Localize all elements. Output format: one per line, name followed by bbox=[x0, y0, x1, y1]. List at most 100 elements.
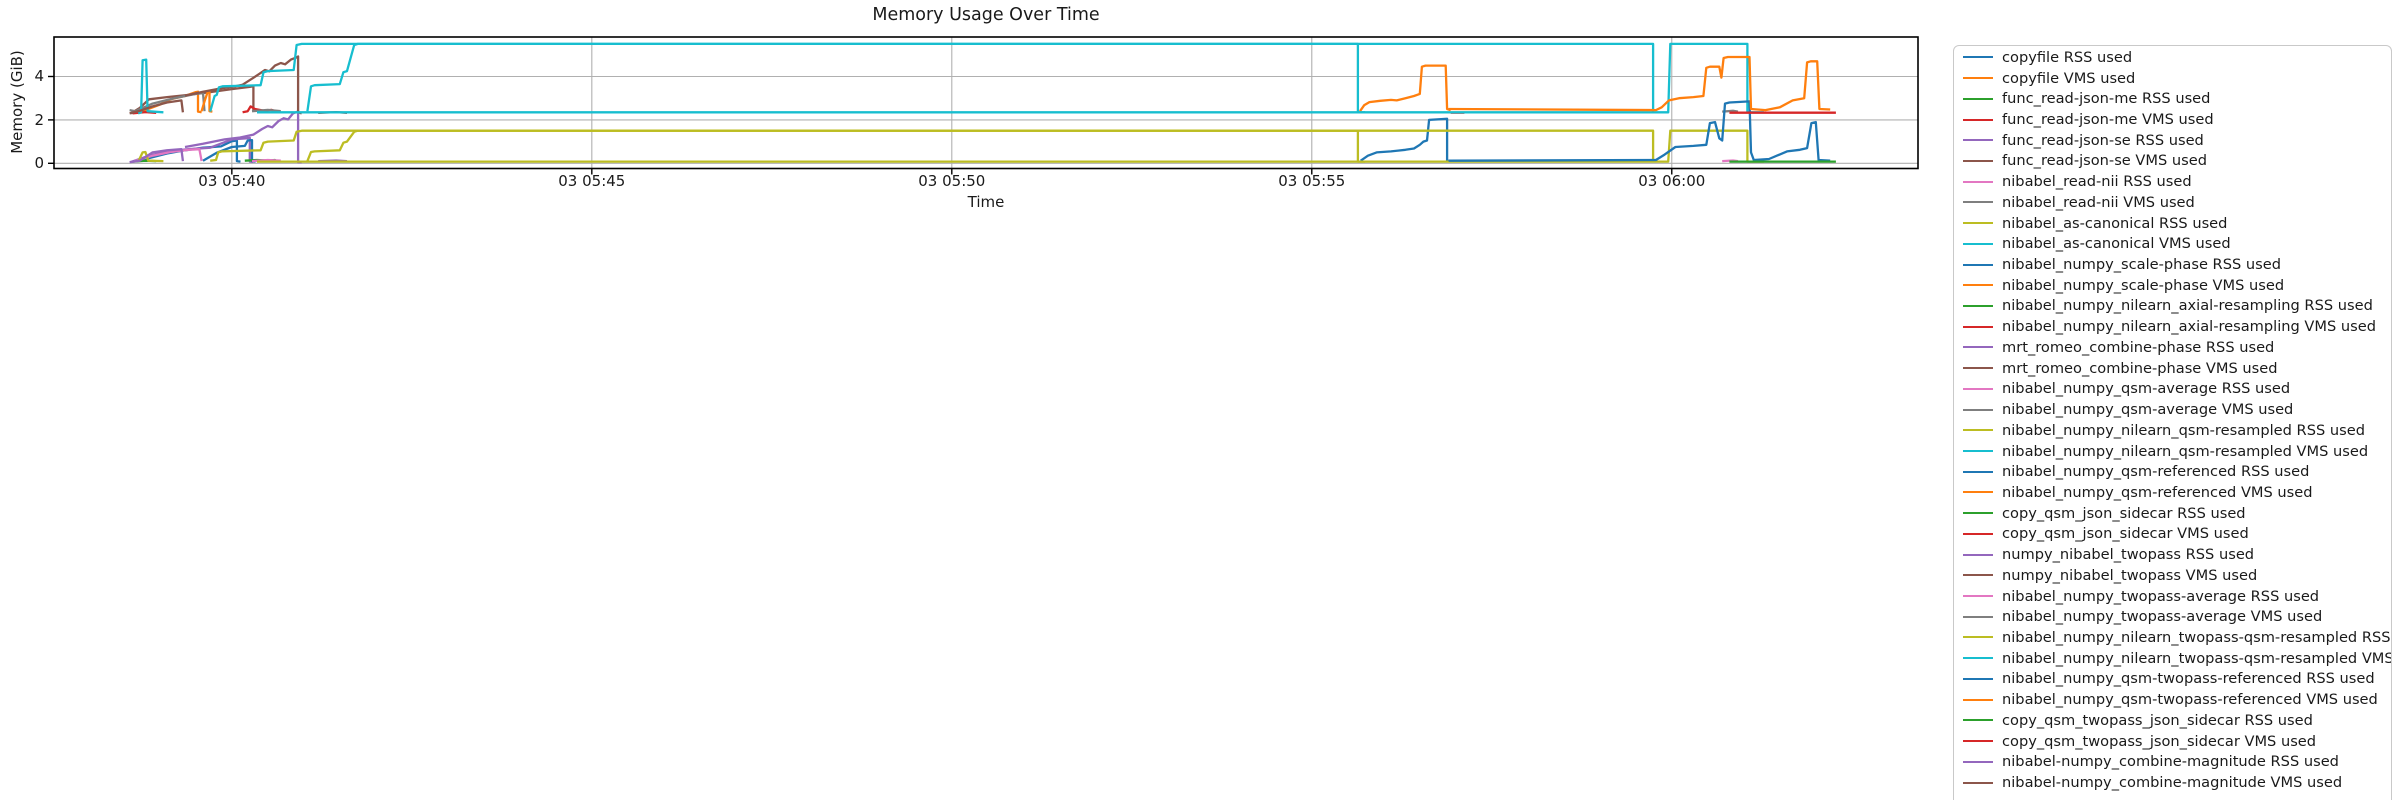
series-line bbox=[257, 42, 1764, 114]
legend-label: mrt_romeo_combine-phase VMS used bbox=[2002, 359, 2278, 377]
legend-row: func_read-json-se VMS used bbox=[1960, 151, 2385, 172]
legend-row: nibabel-numpy_combine-magnitude VMS used bbox=[1960, 772, 2385, 793]
series-line bbox=[134, 148, 203, 163]
legend-row: nibabel_numpy_qsm-twopass-referenced VMS… bbox=[1960, 689, 2385, 710]
series-line bbox=[1448, 55, 1831, 112]
legend-line-swatch bbox=[1963, 429, 1993, 432]
legend-line-swatch bbox=[1963, 636, 1993, 639]
legend-label: nibabel_numpy_qsm-twopass-referenced RSS… bbox=[2002, 670, 2375, 688]
series-line bbox=[1360, 117, 1451, 163]
legend-label: func_read-json-se VMS used bbox=[2002, 152, 2207, 170]
legend-line-swatch bbox=[1963, 408, 1993, 411]
series-line bbox=[184, 110, 302, 164]
legend-line-swatch bbox=[1963, 159, 1993, 162]
legend-line-swatch bbox=[1963, 719, 1993, 722]
series-line bbox=[209, 42, 1366, 114]
legend-label: numpy_nibabel_twopass VMS used bbox=[2002, 566, 2258, 584]
legend-line-swatch bbox=[1963, 56, 1993, 59]
x-tick-label: 03 05:40 bbox=[198, 172, 266, 190]
legend-label: nibabel_numpy_nilearn_axial-resampling R… bbox=[2002, 297, 2373, 315]
legend-label: nibabel_numpy_scale-phase RSS used bbox=[2002, 256, 2281, 274]
legend-line-swatch bbox=[1963, 615, 1993, 618]
legend-row: mrt_romeo_combine-phase RSS used bbox=[1960, 337, 2385, 358]
axes-frame bbox=[53, 36, 1919, 170]
legend-label: mrt_romeo_combine-phase RSS used bbox=[2002, 338, 2275, 356]
legend-label: nibabel-numpy_combine-magnitude RSS used bbox=[2002, 753, 2339, 771]
y-tick-label: 4 bbox=[34, 67, 44, 86]
legend-label: nibabel_numpy_qsm-twopass-referenced VMS… bbox=[2002, 691, 2378, 709]
legend-label: nibabel_numpy_qsm-referenced VMS used bbox=[2002, 483, 2313, 501]
legend-line-swatch bbox=[1963, 139, 1993, 142]
legend-line-swatch bbox=[1963, 574, 1993, 577]
legend-line-swatch bbox=[1963, 512, 1993, 515]
legend-label: nibabel_numpy_qsm-average RSS used bbox=[2002, 380, 2291, 398]
legend-row: func_read-json-me VMS used bbox=[1960, 109, 2385, 130]
legend-label: nibabel_numpy_qsm-referenced RSS used bbox=[2002, 463, 2310, 481]
series-line bbox=[1722, 109, 1739, 113]
legend-label: nibabel_numpy_twopass-average RSS used bbox=[2002, 587, 2320, 605]
legend-line-swatch bbox=[1963, 532, 1993, 535]
legend-label: copy_qsm_json_sidecar RSS used bbox=[2002, 504, 2246, 522]
series-line bbox=[129, 99, 185, 115]
legend-row: nibabel_as-canonical RSS used bbox=[1960, 213, 2385, 234]
legend-line-swatch bbox=[1963, 242, 1993, 245]
legend-row: copyfile RSS used bbox=[1960, 47, 2385, 68]
series-line bbox=[129, 148, 185, 164]
legend-label: nibabel_numpy_nilearn_twopass-qsm-resamp… bbox=[2002, 649, 2392, 667]
series-line bbox=[1448, 100, 1831, 162]
legend-row: nibabel_numpy_nilearn_qsm-resampled VMS … bbox=[1960, 441, 2385, 462]
x-tick-label: 03 05:55 bbox=[1278, 172, 1346, 190]
legend-label: nibabel_read-nii RSS used bbox=[2002, 173, 2192, 191]
legend-line-swatch bbox=[1963, 387, 1993, 390]
legend-row: nibabel_numpy_nilearn_twopass-qsm-resamp… bbox=[1960, 627, 2391, 648]
legend-row: func_read-json-se RSS used bbox=[1960, 130, 2385, 151]
legend-row: nibabel_numpy_qsm-twopass-referenced RSS… bbox=[1960, 669, 2385, 690]
legend-label: nibabel_as-canonical RSS used bbox=[2002, 214, 2228, 232]
legend-line-swatch bbox=[1963, 367, 1993, 370]
legend-row: nibabel-numpy_combine-magnitude RSS used bbox=[1960, 751, 2385, 772]
legend-line-swatch bbox=[1963, 222, 1993, 225]
legend-line-swatch bbox=[1963, 740, 1993, 743]
legend-line-swatch bbox=[1963, 263, 1993, 266]
legend-line-swatch bbox=[1963, 657, 1993, 660]
series-line bbox=[137, 150, 164, 163]
legend-row: nibabel_numpy_twopass-average RSS used bbox=[1960, 586, 2385, 607]
legend-label: func_read-json-me VMS used bbox=[2002, 111, 2214, 129]
legend-row: mrt_romeo_combine-phase VMS used bbox=[1960, 358, 2385, 379]
legend-label: copy_qsm_json_sidecar VMS used bbox=[2002, 525, 2249, 543]
legend-row: nibabel_numpy_qsm-average VMS used bbox=[1960, 399, 2385, 420]
legend-row: nibabel_numpy_nilearn_qsm-resampled RSS … bbox=[1960, 420, 2385, 441]
legend-row: nibabel_numpy_scale-phase RSS used bbox=[1960, 254, 2385, 275]
legend-label: nibabel_numpy_nilearn_qsm-resampled RSS … bbox=[2002, 421, 2365, 439]
legend-line-swatch bbox=[1963, 325, 1993, 328]
legend-line-swatch bbox=[1963, 201, 1993, 204]
legend-line-swatch bbox=[1963, 595, 1993, 598]
legend-line-swatch bbox=[1963, 677, 1993, 680]
y-tick-label: 0 bbox=[34, 154, 44, 173]
legend-line-swatch bbox=[1963, 491, 1993, 494]
legend-label: numpy_nibabel_twopass RSS used bbox=[2002, 546, 2255, 564]
legend-row: nibabel_numpy_twopass-average VMS used bbox=[1960, 606, 2385, 627]
series-line bbox=[251, 108, 281, 113]
series-layer bbox=[129, 42, 1836, 164]
legend-row: nibabel_numpy_qsm-referenced RSS used bbox=[1960, 461, 2385, 482]
legend-line-swatch bbox=[1963, 77, 1993, 80]
legend-label: nibabel_numpy_nilearn_qsm-resampled VMS … bbox=[2002, 442, 2369, 460]
legend-line-swatch bbox=[1963, 760, 1993, 763]
series-line bbox=[306, 129, 1655, 162]
legend-row: copyfile VMS used bbox=[1960, 68, 2385, 89]
legend-row: nibabel_numpy_scale-phase VMS used bbox=[1960, 275, 2385, 296]
legend-label: nibabel_numpy_qsm-average VMS used bbox=[2002, 401, 2294, 419]
legend-label: nibabel_numpy_nilearn_twopass-qsm-resamp… bbox=[2002, 628, 2392, 646]
legend-row: copy_qsm_twopass_json_sidecar VMS used bbox=[1960, 731, 2385, 752]
series-line bbox=[210, 129, 1366, 163]
series-line bbox=[306, 42, 1655, 113]
legend-label: nibabel_numpy_twopass-average VMS used bbox=[2002, 608, 2323, 626]
legend-line-swatch bbox=[1963, 180, 1993, 183]
legend-row: nibabel_numpy_qsm-average RSS used bbox=[1960, 379, 2385, 400]
legend-row: nibabel_read-nii RSS used bbox=[1960, 171, 2385, 192]
x-tick-label: 03 05:50 bbox=[918, 172, 986, 190]
legend-row: copy_qsm_json_sidecar RSS used bbox=[1960, 503, 2385, 524]
